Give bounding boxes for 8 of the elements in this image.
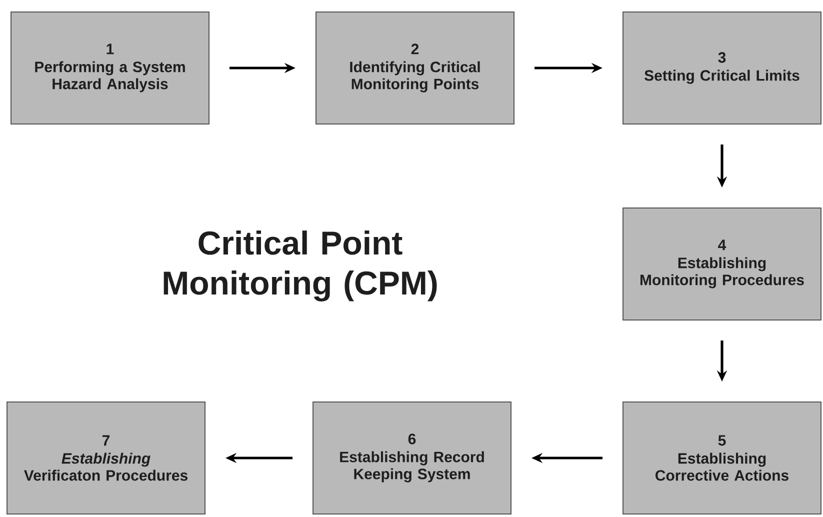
step-box: 3 Setting Critical Limits <box>622 12 822 124</box>
title: Critical Point Monitoring (CPM) <box>164 230 437 302</box>
step-box: 7 Establishing Verificaton Procedures <box>6 402 206 514</box>
step-box: 6 Establishing Record Keeping System <box>312 402 512 514</box>
step-box: 1 Performing a System Hazard Analysis <box>10 12 210 124</box>
step-box: 5 Establishing Corrective Actions <box>622 402 822 514</box>
step-box: 4 Establishing Monitoring Procedures <box>622 208 822 320</box>
step-box: 2 Identifying Critical Monitoring Points <box>316 12 514 124</box>
